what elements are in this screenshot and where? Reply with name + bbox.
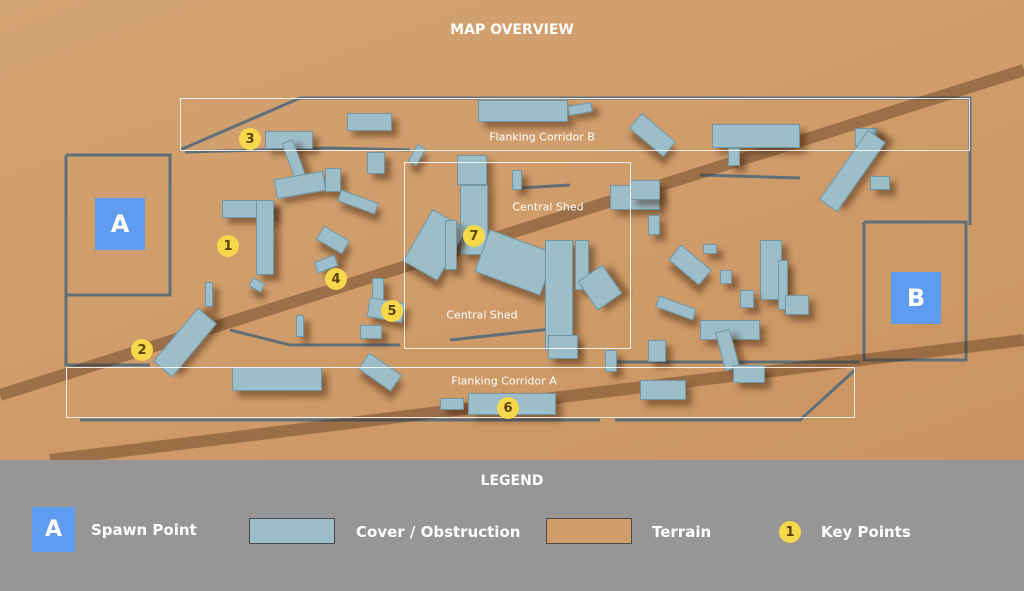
region-label-flanking-corridor-b: Flanking Corridor B xyxy=(489,130,595,144)
legend-key-icon: 1 xyxy=(779,521,801,543)
cover-obstruction xyxy=(445,220,457,270)
map-view: Flanking Corridor B Central Shed Central… xyxy=(0,0,1024,460)
key-point-2[interactable]: 2 xyxy=(131,339,153,361)
legend-key-label: Key Points xyxy=(821,523,911,541)
key-point-7[interactable]: 7 xyxy=(463,225,485,247)
legend-cover-swatch xyxy=(249,518,335,544)
legend-panel: LEGEND A Spawn Point Cover / Obstruction… xyxy=(0,460,1024,591)
region-flanking-corridor-b xyxy=(180,98,970,151)
cover-obstruction xyxy=(640,380,686,400)
cover-obstruction xyxy=(325,168,341,192)
cover-obstruction xyxy=(232,367,322,391)
key-point-5[interactable]: 5 xyxy=(381,300,403,322)
cover-obstruction xyxy=(605,350,617,372)
legend-terrain-swatch xyxy=(546,518,632,544)
spawn-point-b[interactable]: B xyxy=(891,272,941,324)
cover-obstruction xyxy=(457,155,487,185)
key-point-1[interactable]: 1 xyxy=(217,235,239,257)
cover-obstruction xyxy=(785,295,809,315)
cover-obstruction xyxy=(367,152,385,174)
legend-cover-label: Cover / Obstruction xyxy=(356,523,521,541)
cover-obstruction xyxy=(720,270,732,284)
cover-obstruction xyxy=(548,335,578,359)
key-point-3[interactable]: 3 xyxy=(239,128,261,150)
cover-obstruction xyxy=(372,278,384,300)
region-flanking-corridor-a xyxy=(66,367,855,418)
legend-terrain-label: Terrain xyxy=(652,523,712,541)
cover-obstruction xyxy=(733,365,765,383)
legend-spawn-label: Spawn Point xyxy=(91,521,197,539)
cover-obstruction xyxy=(347,113,392,131)
region-label-flanking-corridor-a: Flanking Corridor A xyxy=(451,374,557,388)
cover-obstruction xyxy=(648,215,660,235)
legend-title: LEGEND xyxy=(480,473,544,489)
cover-obstruction xyxy=(648,340,666,362)
map-title: MAP OVERVIEW xyxy=(450,22,574,38)
cover-obstruction xyxy=(870,176,890,190)
cover-obstruction xyxy=(440,398,464,410)
cover-obstruction xyxy=(630,180,660,200)
cover-obstruction xyxy=(205,282,213,307)
cover-obstruction xyxy=(740,290,754,308)
cover-obstruction xyxy=(512,170,522,190)
cover-obstruction xyxy=(778,260,788,310)
cover-obstruction xyxy=(256,200,274,275)
key-point-6[interactable]: 6 xyxy=(497,397,519,419)
spawn-point-a[interactable]: A xyxy=(95,198,145,250)
cover-obstruction xyxy=(360,325,382,339)
region-label-central-shed-south: Central Shed xyxy=(446,308,518,322)
cover-obstruction xyxy=(296,315,304,337)
region-label-central-shed-north: Central Shed xyxy=(512,200,584,214)
region-central-shed xyxy=(404,162,631,349)
cover-obstruction xyxy=(545,240,573,350)
key-point-4[interactable]: 4 xyxy=(325,268,347,290)
cover-obstruction xyxy=(460,185,488,255)
cover-obstruction xyxy=(712,124,800,148)
cover-obstruction xyxy=(703,244,717,254)
legend-spawn-icon: A xyxy=(32,507,75,552)
cover-obstruction xyxy=(728,148,740,166)
